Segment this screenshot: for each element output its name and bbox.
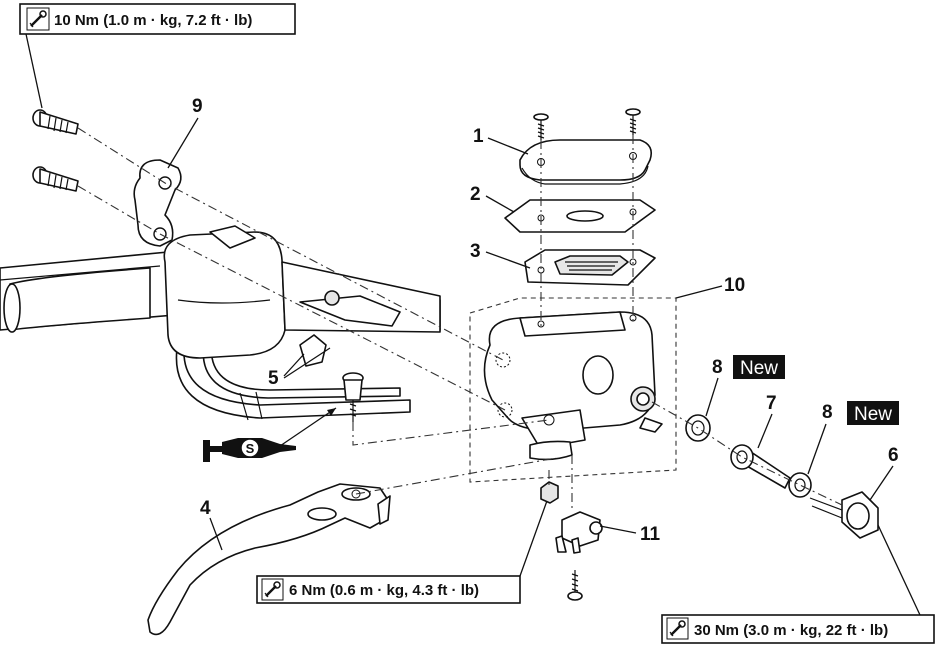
torque-wrench-icon <box>666 617 689 640</box>
assembly-outline <box>469 297 677 483</box>
torque-spec-middle-text: 6 Nm (0.6 m · kg, 4.3 ft · lb) <box>289 582 479 599</box>
svg-text:4: 4 <box>200 498 211 519</box>
lever-pivot-bolt <box>342 372 364 422</box>
callout-9: 9 <box>167 96 203 169</box>
callout-8-upper: 8 <box>705 357 723 417</box>
svg-text:9: 9 <box>192 96 203 117</box>
leader-torque-middle <box>519 497 549 577</box>
leader-lubricant <box>279 407 337 447</box>
lubricant-symbol-text: S <box>246 441 255 456</box>
callout-2: 2 <box>470 184 515 213</box>
copper-washer-lower <box>788 472 812 498</box>
assembly-line-bolt-upper <box>77 127 504 361</box>
torque-spec-bottom-right-text: 30 Nm (3.0 m · kg, 22 ft · lb) <box>694 622 888 639</box>
cap-screw-left <box>533 113 549 140</box>
assembly-line-bolt-lower <box>77 185 506 411</box>
svg-text:3: 3 <box>470 241 481 262</box>
assembly-line-pivot <box>352 419 550 446</box>
holder-bolt-lower <box>32 166 79 192</box>
callout-10: 10 <box>675 275 745 299</box>
reservoir-cap <box>519 139 653 185</box>
torque-wrench-icon <box>26 7 50 31</box>
holder-bolt-upper <box>32 109 79 135</box>
assembly-line-union-bolt <box>651 401 843 506</box>
callout-8-lower: 8 <box>807 402 833 475</box>
svg-text:1: 1 <box>473 126 484 147</box>
silicone-grease-icon: S <box>203 438 296 462</box>
callout-6: 6 <box>869 445 899 501</box>
svg-text:11: 11 <box>640 524 661 545</box>
callout-11: 11 <box>599 524 661 545</box>
switch-housing <box>163 225 441 367</box>
master-cylinder-holder <box>133 159 182 247</box>
master-cylinder-body <box>483 311 663 461</box>
svg-text:New: New <box>740 358 778 379</box>
front-brake-light-switch <box>555 511 603 554</box>
leader-torque-top-left <box>25 33 43 109</box>
svg-text:7: 7 <box>766 393 777 414</box>
callout-7: 7 <box>757 393 777 449</box>
diaphragm-holder <box>504 199 656 233</box>
diaphragm <box>524 249 656 286</box>
svg-text:New: New <box>854 404 892 425</box>
callout-3: 3 <box>470 241 531 269</box>
svg-text:6: 6 <box>888 445 899 466</box>
torque-spec-middle: 6 Nm (0.6 m · kg, 4.3 ft · lb) <box>256 575 521 604</box>
new-badge-lower: New <box>847 401 899 425</box>
torque-wrench-icon <box>261 578 284 601</box>
leader-torque-bottom-right <box>877 524 921 616</box>
torque-spec-top-left-text: 10 Nm (1.0 m · kg, 7.2 ft · lb) <box>54 12 252 29</box>
svg-text:2: 2 <box>470 184 481 205</box>
union-bolt <box>809 491 879 539</box>
switch-screw <box>567 570 583 601</box>
new-badge-upper: New <box>733 355 785 379</box>
torque-spec-top-left: 10 Nm (1.0 m · kg, 7.2 ft · lb) <box>19 3 296 35</box>
svg-text:10: 10 <box>724 275 745 296</box>
callout-1: 1 <box>473 126 529 155</box>
brake-lever <box>147 483 391 636</box>
callout-5: 5 <box>268 347 331 389</box>
torque-spec-bottom-right: 30 Nm (3.0 m · kg, 22 ft · lb) <box>661 614 935 644</box>
svg-text:8: 8 <box>822 402 833 423</box>
brake-hose <box>175 339 411 421</box>
svg-text:5: 5 <box>268 368 279 389</box>
brake-hose-fitting <box>730 444 791 489</box>
lever-nut <box>540 481 559 504</box>
cap-screw-right <box>625 108 641 135</box>
callout-4: 4 <box>200 498 223 551</box>
assembly-line-lever <box>355 457 557 495</box>
assembly-line-nut <box>548 455 573 512</box>
svg-text:8: 8 <box>712 357 723 378</box>
